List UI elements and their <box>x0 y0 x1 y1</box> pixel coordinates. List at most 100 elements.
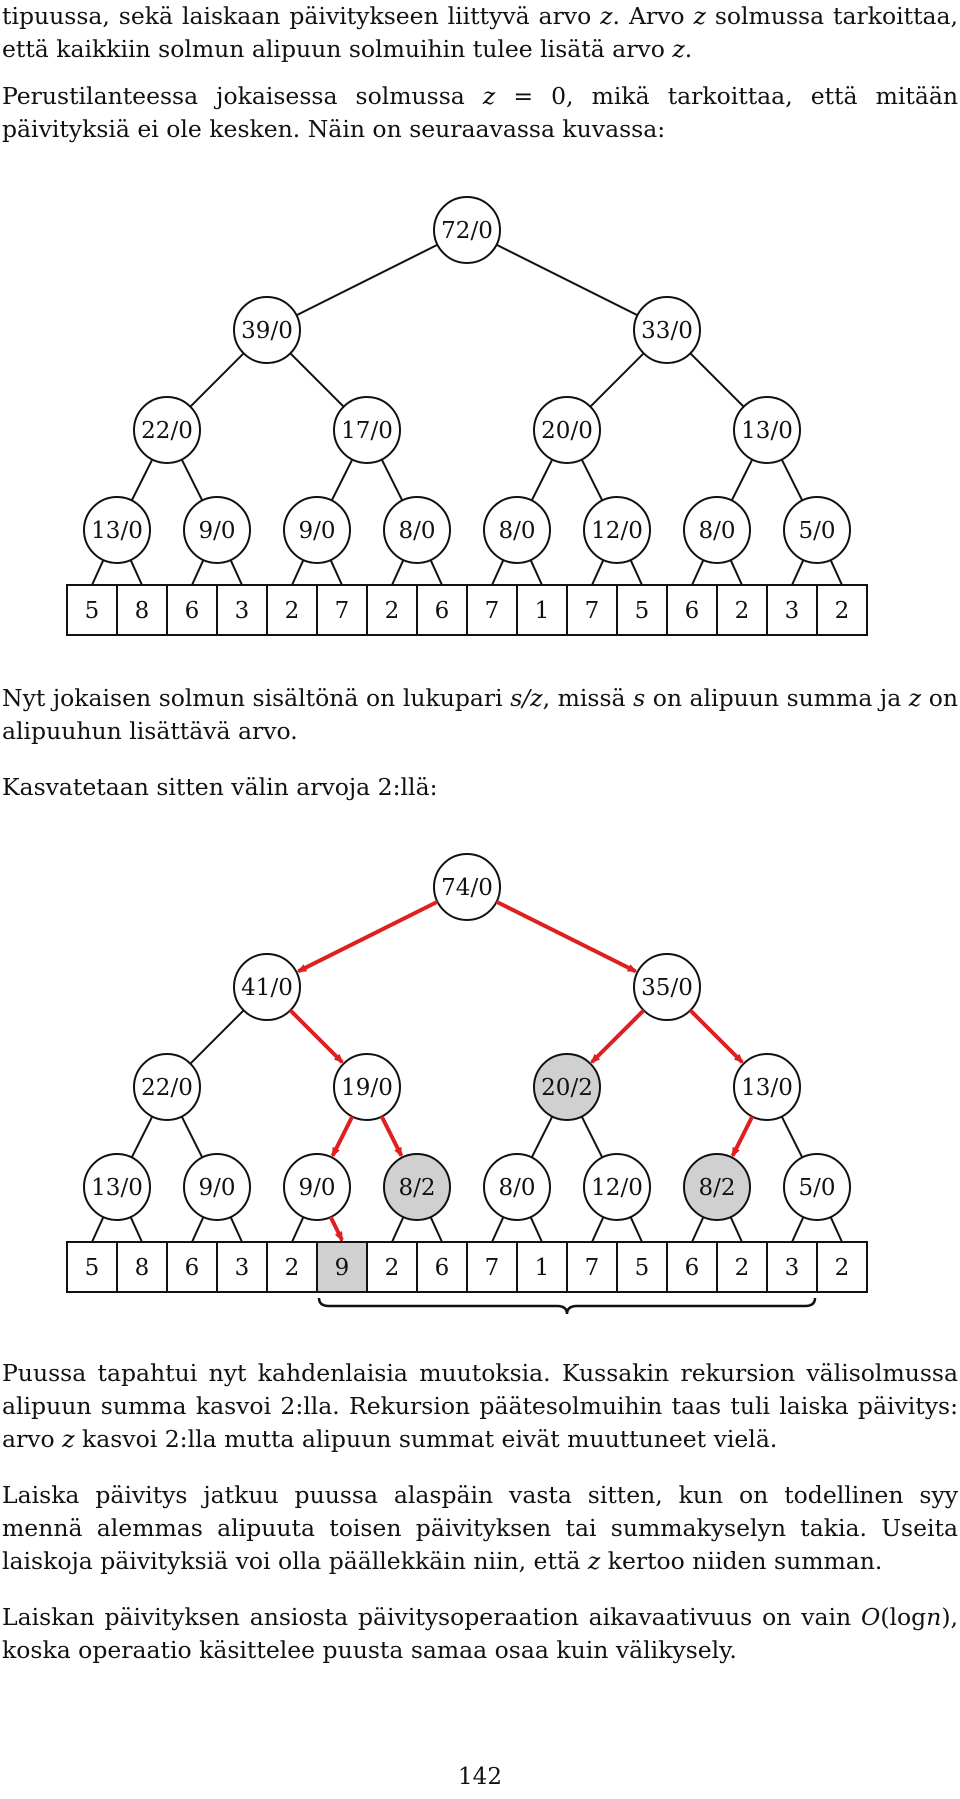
tree-node <box>583 1153 651 1221</box>
node-label: 12/0 <box>591 1175 643 1201</box>
leaf-edge <box>491 1216 505 1243</box>
node-label: 20/2 <box>541 1075 593 1101</box>
tree-edge <box>180 459 204 501</box>
paragraph-lazy-continues: Laiska päivitys jatkuu puussa alaspäin v… <box>2 1481 958 1575</box>
tree-edge <box>780 459 804 501</box>
array-value: 2 <box>735 1255 750 1281</box>
node-label: 9/0 <box>198 518 235 544</box>
node-label: 19/0 <box>341 1075 393 1101</box>
leaf-edge <box>529 559 543 586</box>
update-arrow <box>495 899 638 974</box>
tree-edge <box>689 352 745 408</box>
tree-node <box>483 1153 551 1221</box>
update-arrow <box>379 1115 404 1158</box>
leaf-edge <box>629 1216 643 1243</box>
paragraph-intro: tipuussa, sekä laiskaan päivitykseen lii… <box>2 2 959 63</box>
array-value: 3 <box>785 598 800 624</box>
node-label: 8/0 <box>498 1175 535 1201</box>
paragraph-complexity: Laiskan päivityksen ansiosta päivitysope… <box>2 1603 958 1664</box>
array-cell <box>66 584 118 636</box>
leaf-edge <box>91 559 105 586</box>
node-label: 9/0 <box>298 518 335 544</box>
array-cell <box>66 1241 118 1293</box>
array-value: 7 <box>335 598 350 624</box>
tree-node <box>383 1153 451 1221</box>
node-label: 17/0 <box>341 418 393 444</box>
array-value: 8 <box>135 1255 150 1281</box>
tree-node <box>733 1053 801 1121</box>
tree-node <box>83 496 151 564</box>
leaf-edge <box>229 559 243 586</box>
array-value: 2 <box>835 1255 850 1281</box>
node-label: 8/2 <box>698 1175 735 1201</box>
leaf-edge <box>691 559 705 586</box>
node-label: 33/0 <box>641 318 693 344</box>
array-cell <box>616 584 668 636</box>
tree-node <box>683 1153 751 1221</box>
node-label: 22/0 <box>141 418 193 444</box>
leaf-edge <box>191 1216 205 1243</box>
array-cell <box>266 1241 318 1293</box>
array-cell <box>516 1241 568 1293</box>
tree-node <box>433 196 501 264</box>
array-cell <box>416 1241 468 1293</box>
array-cell <box>316 584 368 636</box>
tree-node <box>533 396 601 464</box>
node-label: 12/0 <box>591 518 643 544</box>
array-value: 7 <box>585 598 600 624</box>
tree-edge <box>580 459 604 501</box>
tree-node <box>633 296 701 364</box>
array-value: 6 <box>685 1255 700 1281</box>
leaf-edge <box>591 559 605 586</box>
node-label: 72/0 <box>441 218 493 244</box>
leaf-edge <box>429 559 443 586</box>
tree-edge <box>180 1116 204 1158</box>
paragraph-changes: Puussa tapahtui nyt kahdenlaisia muutoks… <box>2 1359 958 1453</box>
tree-edge <box>580 1116 604 1158</box>
node-label: 13/0 <box>741 418 793 444</box>
leaf-edge <box>129 1216 143 1243</box>
tree-node <box>283 496 351 564</box>
update-arrow <box>730 1115 755 1158</box>
array-cell <box>416 584 468 636</box>
update-arrow <box>330 1115 355 1158</box>
array-value: 1 <box>535 1255 550 1281</box>
tree-edge <box>780 1116 804 1158</box>
tree-edge <box>189 352 245 408</box>
array-value: 9 <box>335 1255 350 1281</box>
array-value: 2 <box>285 598 300 624</box>
array-value: 6 <box>685 598 700 624</box>
tree-edge <box>296 243 438 317</box>
node-label: 8/2 <box>398 1175 435 1201</box>
leaf-edge <box>529 1216 543 1243</box>
array-cell <box>716 1241 768 1293</box>
tree-node <box>783 496 851 564</box>
array-value: 8 <box>135 598 150 624</box>
paragraph-increase: Kasvatetaan sitten välin arvoja 2:llä: <box>2 773 438 801</box>
tree-node <box>633 953 701 1021</box>
array-value: 5 <box>85 1255 100 1281</box>
tree-node <box>483 496 551 564</box>
node-label: 9/0 <box>198 1175 235 1201</box>
tree-edge <box>380 459 404 501</box>
tree-edge <box>130 1116 154 1158</box>
update-arrow <box>288 1008 344 1064</box>
leaf-edge <box>329 559 343 586</box>
leaf-edge <box>191 559 205 586</box>
tree-node <box>583 496 651 564</box>
range-brace <box>317 1297 817 1315</box>
leaf-edge <box>429 1216 443 1243</box>
array-cell <box>616 1241 668 1293</box>
node-label: 22/0 <box>141 1075 193 1101</box>
tree-edge <box>289 352 345 408</box>
array-cell <box>466 584 518 636</box>
page-number: 142 <box>458 1764 502 1790</box>
update-arrow <box>688 1008 744 1064</box>
array-value: 3 <box>785 1255 800 1281</box>
tree-node <box>433 853 501 921</box>
array-value: 3 <box>235 598 250 624</box>
array-value: 5 <box>635 598 650 624</box>
leaf-edge <box>491 559 505 586</box>
paragraph-node-content: Nyt jokaisen solmun sisältönä on lukupar… <box>2 684 958 745</box>
leaf-edge <box>791 1216 805 1243</box>
